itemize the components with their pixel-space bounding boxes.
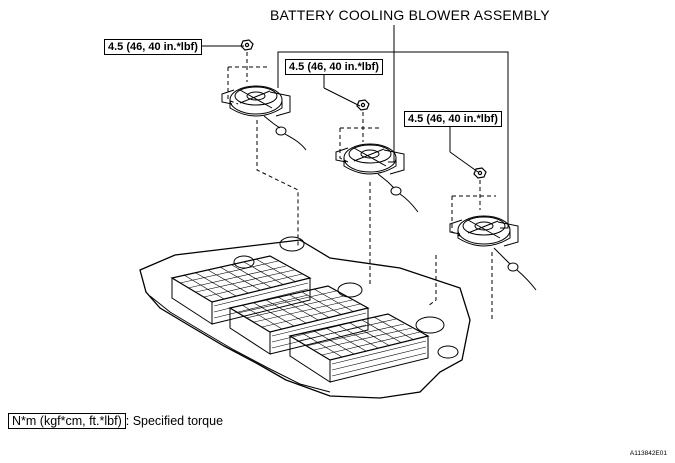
- torque-leader-lines: [200, 45, 479, 173]
- torque-spec-label-2: 4.5 (46, 40 in.*lbf): [285, 59, 383, 75]
- alignment-dashed-lines: [227, 52, 496, 320]
- nut-icon: [356, 99, 370, 111]
- figure-code: A113842E01: [629, 450, 667, 457]
- nut-icon: [240, 39, 254, 51]
- diagram-title: BATTERY COOLING BLOWER ASSEMBLY: [270, 7, 550, 23]
- battery-pack: [139, 236, 471, 399]
- blower-motor-2: [335, 143, 419, 213]
- title-leader-lines: [277, 25, 509, 229]
- torque-spec-label-3: 4.5 (46, 40 in.*lbf): [404, 111, 502, 127]
- torque-legend-text: : Specified torque: [125, 414, 224, 428]
- torque-unit-box: N*m (kgf*cm, ft.*lbf): [8, 413, 126, 429]
- blower-motor-1: [221, 85, 307, 151]
- blower-motor-3: [449, 215, 537, 291]
- torque-spec-label-1: 4.5 (46, 40 in.*lbf): [104, 39, 202, 55]
- torque-legend: N*m (kgf*cm, ft.*lbf): Specified torque: [8, 413, 224, 429]
- nut-icon: [473, 167, 487, 179]
